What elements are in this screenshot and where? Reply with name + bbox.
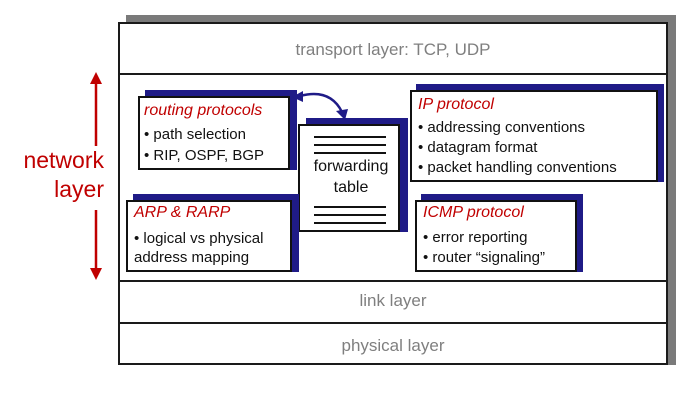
arp-title: ARP & RARP xyxy=(134,204,231,221)
forwarding-table-box: forwarding table xyxy=(298,124,400,232)
transport-divider xyxy=(118,73,668,75)
icmp-item: • router “signaling” xyxy=(423,249,545,266)
icmp-item: • error reporting xyxy=(423,229,528,246)
network-label-line-2: layer xyxy=(54,176,104,202)
arp-item: • logical vs physical xyxy=(134,230,264,247)
ip-title: IP protocol xyxy=(418,96,494,113)
icmp-title: ICMP protocol xyxy=(423,204,524,221)
forwarding-label: forwarding xyxy=(313,158,389,175)
link-divider xyxy=(118,280,668,282)
routing-item: • RIP, OSPF, BGP xyxy=(144,147,265,164)
network-label-line-1: network xyxy=(23,147,104,173)
curved-double-arrow xyxy=(292,91,348,120)
network-layer-arrow xyxy=(90,72,102,280)
arp-rarp-box: ARP & RARP • logical vs physical address… xyxy=(126,200,292,272)
ip-item: • datagram format xyxy=(418,139,538,156)
table-rule xyxy=(314,152,386,154)
routing-protocols-box: routing protocols • path selection • RIP… xyxy=(138,96,290,170)
ip-protocol-box: IP protocol • addressing conventions • d… xyxy=(410,90,658,182)
table-label: table xyxy=(333,179,369,196)
table-rule xyxy=(314,206,386,208)
network-layer-label: network layer xyxy=(0,146,104,204)
icmp-protocol-box: ICMP protocol • error reporting • router… xyxy=(415,200,577,272)
ip-item: • addressing conventions xyxy=(418,119,586,136)
physical-layer-label: physical layer xyxy=(341,336,445,355)
table-rule xyxy=(314,222,386,224)
table-rule xyxy=(314,144,386,146)
table-rule xyxy=(314,214,386,216)
routing-title: routing protocols xyxy=(144,102,263,119)
transport-layer-label: transport layer: TCP, UDP xyxy=(295,40,491,59)
ip-item: • packet handling conventions xyxy=(418,159,617,176)
link-layer-label: link layer xyxy=(359,291,427,310)
table-rule xyxy=(314,136,386,138)
routing-item: • path selection xyxy=(144,126,246,143)
arp-item: address mapping xyxy=(134,249,250,266)
physical-divider xyxy=(118,322,668,324)
